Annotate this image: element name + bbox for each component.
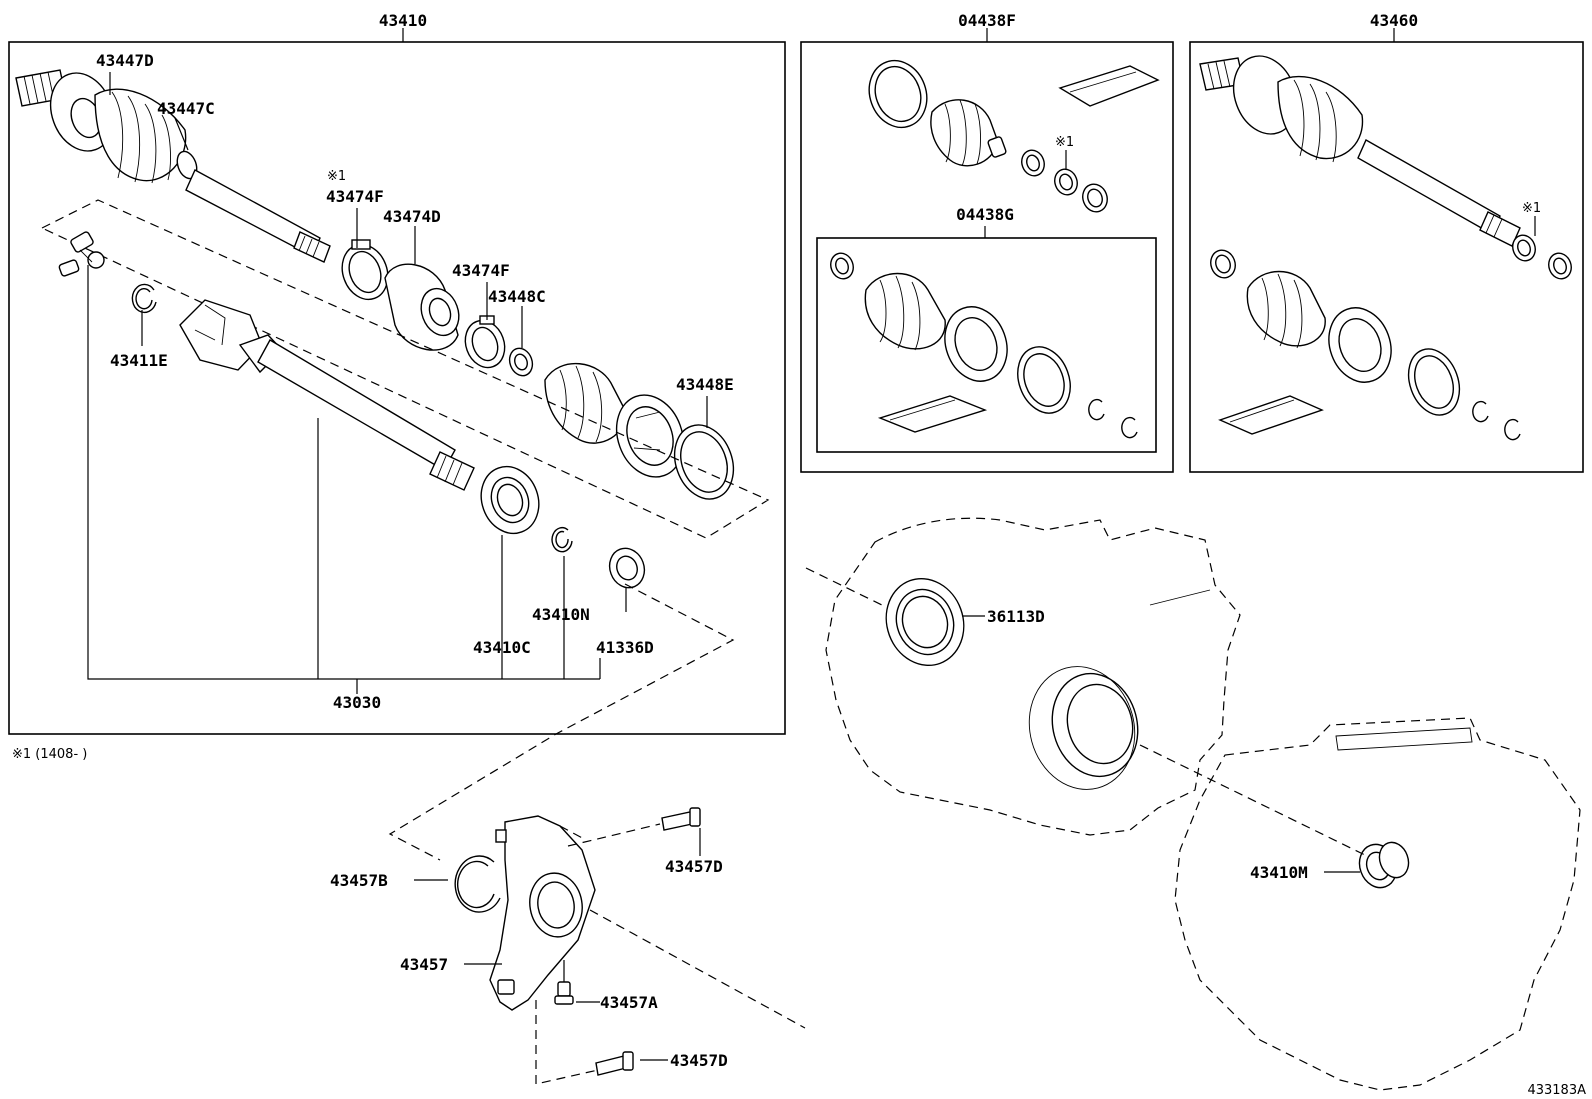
boot-kit-icon	[1210, 249, 1521, 441]
part-label-43411e: 43411E	[110, 351, 168, 370]
part-label-41336d: 41336D	[596, 638, 654, 657]
boot-kit-icon	[868, 59, 1160, 213]
bearing-bracket-icon	[489, 815, 596, 1011]
part-label-43448c: 43448C	[488, 287, 546, 306]
part-label-43474f: 43474F	[452, 261, 510, 280]
transmission-case-icon	[1174, 717, 1581, 1091]
clamp-icon	[341, 239, 389, 301]
bearing-icon	[480, 465, 540, 535]
bolt-icon	[554, 960, 574, 1005]
group-box-43410	[8, 41, 786, 735]
bolt-icon	[595, 1051, 634, 1076]
part-label-43457d: 43457D	[670, 1051, 728, 1070]
part-label-43474f: 43474F	[326, 187, 384, 206]
group-box-43460	[1189, 41, 1584, 473]
part-label-43457d: 43457D	[665, 857, 723, 876]
inner-shaft-icon	[179, 299, 475, 491]
boot-icon	[544, 363, 626, 444]
snap-ring-icon	[551, 526, 573, 553]
clamp-icon	[464, 315, 506, 369]
part-label-43410c: 43410C	[473, 638, 531, 657]
tripod-joint-icon	[58, 231, 105, 277]
part-label-43447d: 43447D	[96, 51, 154, 70]
snap-ring-icon	[131, 283, 157, 314]
group-label-04438g: 04438G	[956, 205, 1014, 224]
group-label-43410: 43410	[379, 11, 427, 30]
note-mark: ※1	[1055, 135, 1074, 150]
clamp-icon	[508, 347, 534, 377]
group-label-04438f: 04438F	[958, 11, 1016, 30]
group-box-04438f	[800, 41, 1174, 473]
part-label-43447c: 43447C	[157, 99, 215, 118]
clamp-icon	[673, 424, 735, 500]
oil-seal-icon	[608, 547, 646, 589]
part-label-43030: 43030	[333, 693, 381, 712]
part-label-43457: 43457	[400, 955, 448, 974]
tripod-housing-icon	[615, 394, 685, 478]
snap-ring-icon	[454, 855, 501, 913]
part-label-43410m: 43410M	[1250, 863, 1308, 882]
part-label-43448e: 43448E	[676, 375, 734, 394]
note-mark: ※1	[327, 169, 346, 184]
part-label-36113d: 36113D	[987, 607, 1045, 626]
bolt-icon	[661, 807, 701, 831]
part-label-43410n: 43410N	[532, 605, 590, 624]
part-label-43457a: 43457A	[600, 993, 658, 1012]
drive-shaft-assembly-icon	[1199, 55, 1572, 280]
dynamic-damper-icon	[384, 263, 460, 351]
note-mark: ※1	[1522, 201, 1541, 216]
figure-id: 433183A	[1527, 1083, 1586, 1098]
boot-kit-icon	[830, 252, 1138, 439]
footnote: ※1 (1408- )	[12, 747, 87, 762]
group-box-04438g	[816, 237, 1157, 453]
transaxle-case-icon	[825, 517, 1241, 836]
part-label-43457b: 43457B	[330, 871, 388, 890]
outer-drive-shaft-icon	[15, 69, 331, 263]
part-label-43474d: 43474D	[383, 207, 441, 226]
group-label-43460: 43460	[1370, 11, 1418, 30]
